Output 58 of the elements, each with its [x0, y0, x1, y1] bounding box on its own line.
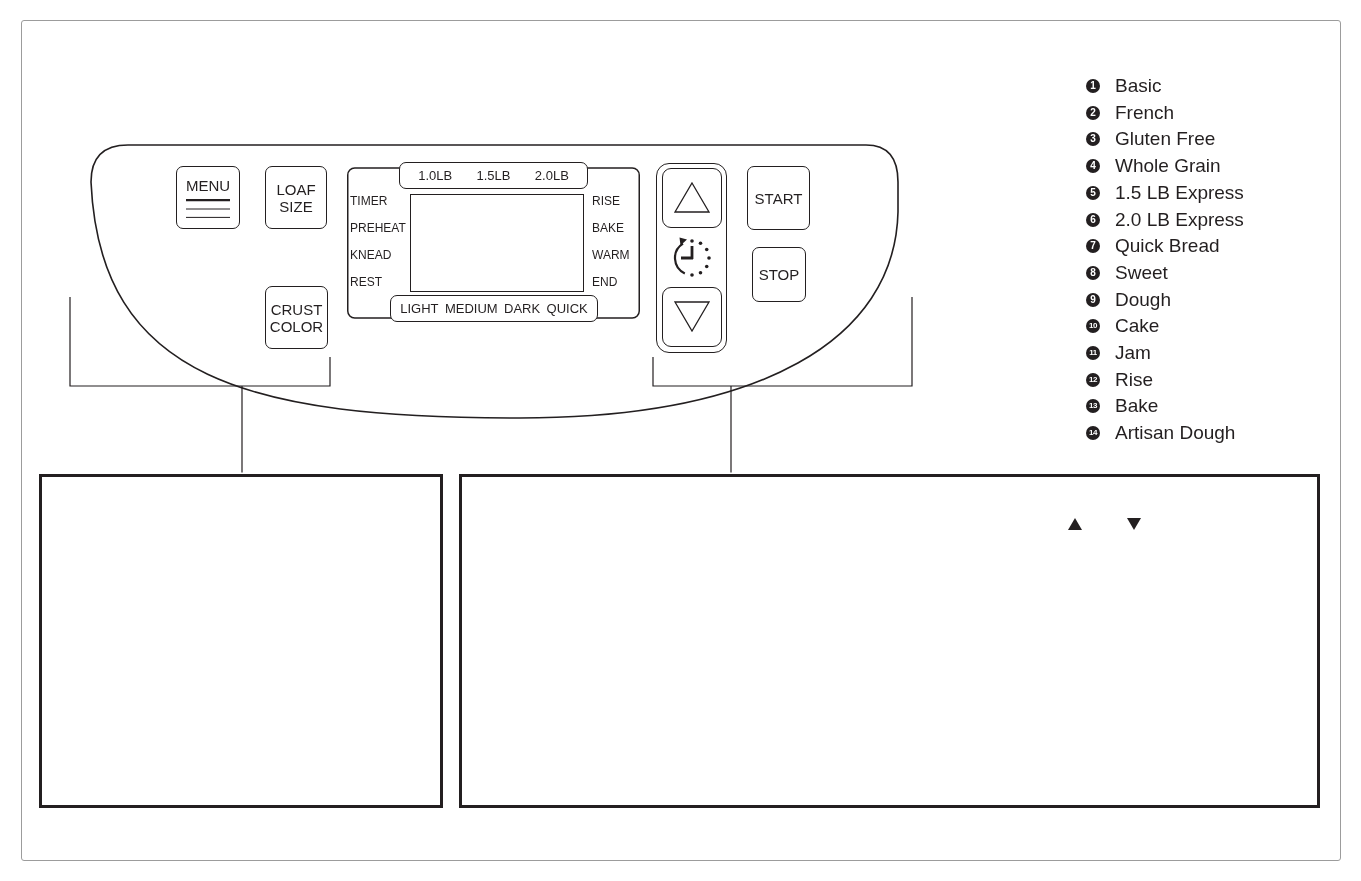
indicator-label: WARM [592, 247, 630, 263]
indicator-label: TIMER [350, 193, 388, 209]
callout-number: 5 [1086, 185, 1100, 200]
loaf-size-button: LOAF SIZE [265, 166, 327, 229]
display-screen [410, 194, 584, 292]
indicator-label: DARK [504, 300, 541, 317]
indicator-label: 2.0LB [534, 167, 569, 184]
callout-number: 3 [1086, 132, 1100, 147]
callout-number: 6 [1086, 212, 1100, 227]
lcd-display [347, 162, 640, 322]
indicator-label: QUICK [546, 300, 588, 317]
indicator-label: PREHEAT [350, 220, 406, 236]
down-button [661, 286, 722, 347]
start-button: START [747, 166, 810, 230]
arrow-button-panel [656, 163, 727, 353]
blank-panel [459, 474, 1320, 808]
program-name: Basic [1115, 75, 1162, 97]
callout-number: 13 [1086, 399, 1100, 414]
stop-button: STOP [752, 247, 806, 302]
crust-color-button: CRUST COLOR [265, 286, 328, 349]
callout-number: 1 [1086, 79, 1100, 93]
indicator-label: LIGHT [400, 300, 439, 317]
callout-number: 11 [1086, 346, 1100, 360]
program-name: Bake [1115, 395, 1159, 418]
callout-number: 8 [1086, 265, 1100, 280]
program-name: 2.0 LB Express [1115, 208, 1244, 231]
callout-number: 10 [1086, 319, 1100, 334]
indicator-label: END [592, 274, 618, 290]
indicator-label: MEDIUM [444, 300, 498, 317]
callout-number: 4 [1086, 159, 1100, 174]
callout-number: 12 [1086, 372, 1100, 387]
indicator-label: RISE [592, 193, 620, 209]
program-name: Dough [1115, 288, 1171, 311]
program-name: Artisan Dough [1115, 422, 1236, 445]
program-name: Whole Grain [1115, 155, 1221, 178]
blank-panel [39, 474, 443, 808]
menu-button: MENU [176, 166, 240, 229]
size-indicator-tab [399, 162, 588, 189]
indicator-label: REST [350, 274, 382, 290]
program-name: Cake [1115, 315, 1160, 338]
up-button [661, 167, 722, 228]
indicator-label: BAKE [592, 220, 624, 236]
program-name: French [1115, 101, 1175, 124]
callout-number: 9 [1086, 292, 1100, 307]
program-name: Gluten Free [1115, 128, 1216, 151]
indicator-label: 1.5LB [476, 167, 511, 184]
callout-number: 2 [1086, 105, 1100, 120]
callout-number: 14 [1086, 426, 1100, 441]
indicator-label: 1.0LB [418, 167, 453, 184]
program-name: Rise [1115, 368, 1153, 391]
program-name: Jam [1115, 342, 1151, 364]
control-panel [90, 144, 900, 420]
program-name: Quick Bread [1115, 235, 1220, 258]
crust-indicator-tab [390, 295, 598, 322]
program-name: Sweet [1115, 261, 1168, 284]
program-name: 1.5 LB Express [1115, 181, 1244, 204]
callout-number: 7 [1086, 239, 1100, 254]
indicator-label: KNEAD [350, 247, 392, 263]
